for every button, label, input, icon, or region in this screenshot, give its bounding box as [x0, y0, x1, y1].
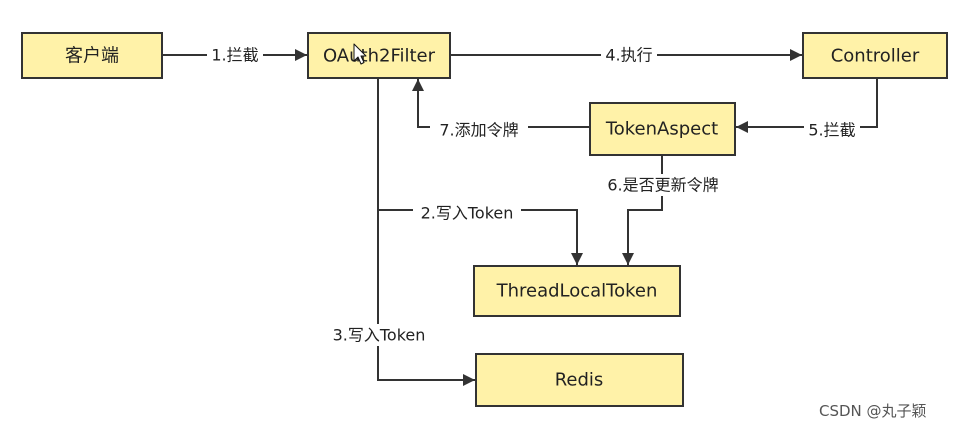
edge-label-text: 5.拦截 — [808, 121, 855, 140]
edge-label-text: 2.写入Token — [421, 204, 514, 223]
node-redis: Redis — [475, 353, 684, 407]
edge-label-text: 4.执行 — [605, 46, 652, 65]
node-label: Controller — [831, 46, 920, 67]
edge-controller-to-aspect — [736, 78, 878, 133]
edge-label-1: 1.拦截 — [207, 44, 263, 66]
node-tokenaspect: TokenAspect — [589, 102, 736, 156]
node-box — [475, 353, 684, 407]
edge-label-2: 2.写入Token — [413, 202, 521, 224]
edge-aspect-to-threadlocal — [622, 155, 663, 265]
node-box — [473, 265, 681, 317]
edge-aspect-to-filter — [412, 79, 590, 128]
node-box — [307, 32, 451, 79]
node-label: 客户端 — [65, 46, 119, 67]
node-label: TokenAspect — [605, 119, 718, 140]
node-threadlocaltoken: ThreadLocalToken — [473, 265, 681, 317]
node-client: 客户端 — [21, 32, 163, 79]
edge-label-text: 3.写入Token — [333, 326, 426, 345]
node-label: Redis — [555, 370, 604, 391]
node-controller: Controller — [802, 32, 948, 79]
node-label: ThreadLocalToken — [496, 281, 658, 302]
edge-label-5: 5.拦截 — [804, 119, 860, 141]
edge-label-text: 6.是否更新令牌 — [607, 176, 718, 195]
watermark: CSDN @丸子颖 — [819, 402, 927, 420]
edge-label-6: 6.是否更新令牌 — [597, 174, 729, 196]
node-box — [802, 32, 948, 79]
node-label: OAuth2Filter — [323, 46, 436, 67]
edge-label-text: 1.拦截 — [211, 46, 258, 65]
mouse-cursor-icon — [353, 43, 367, 65]
node-oauth2filter: OAuth2Filter — [307, 32, 451, 79]
node-box — [589, 102, 736, 156]
edge-filter-to-redis — [377, 78, 475, 386]
edge-label-3: 3.写入Token — [325, 324, 433, 346]
edge-label-7: 7.添加令牌 — [430, 119, 528, 141]
edge-label-text: 7.添加令牌 — [439, 121, 518, 140]
node-box — [21, 32, 163, 79]
edge-label-4: 4.执行 — [601, 44, 657, 66]
